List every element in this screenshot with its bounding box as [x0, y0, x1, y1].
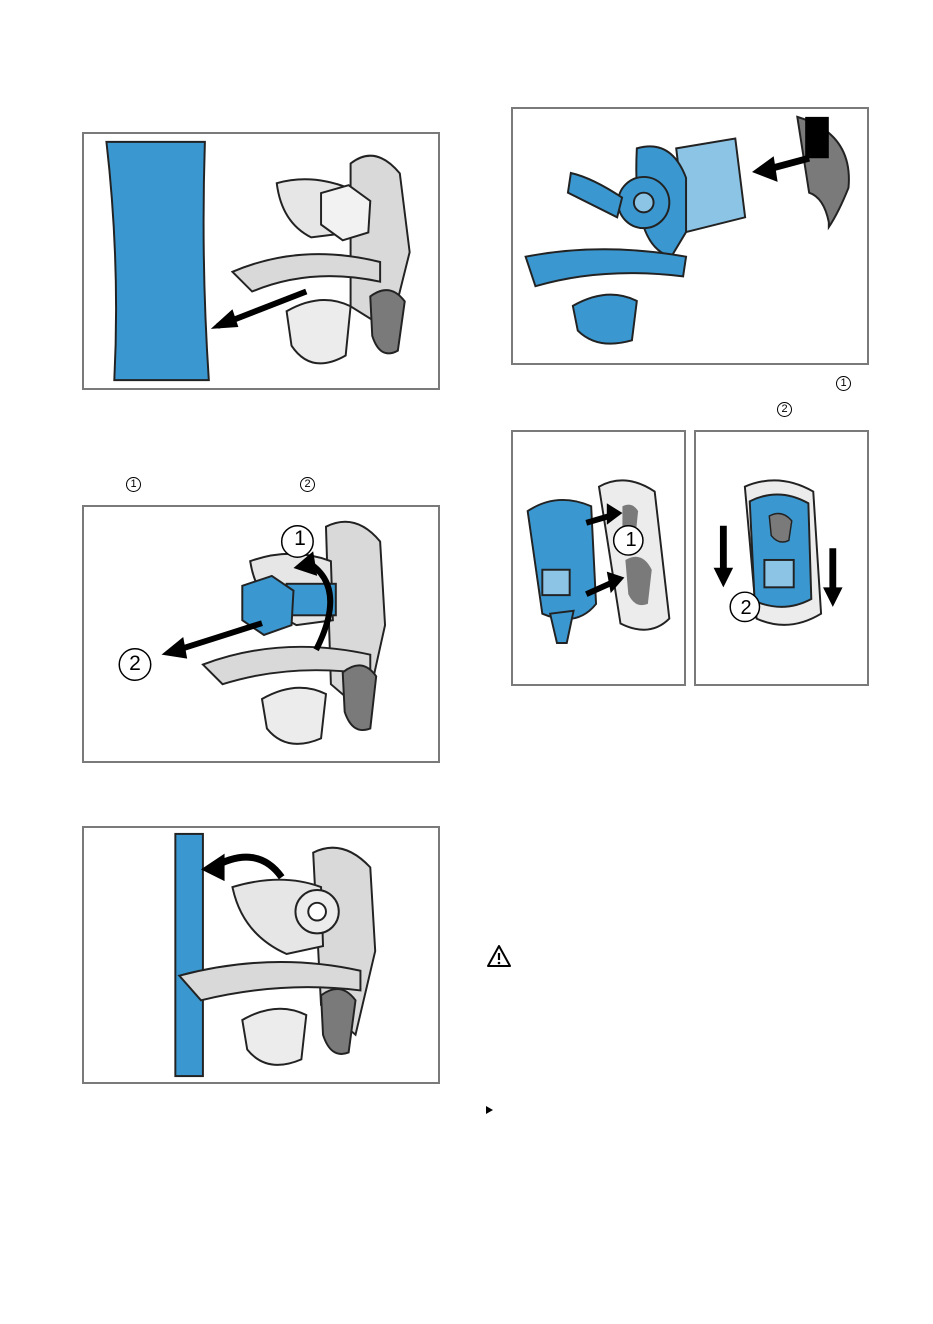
insert-illustration [513, 432, 684, 684]
step-marker-1: 1 [126, 477, 141, 492]
figure-remove-bracket [82, 132, 440, 390]
callout-1-insert: 1 [618, 529, 644, 552]
fold-illustration [84, 828, 438, 1082]
figure-attach-holder [511, 107, 869, 365]
triangle-bullet-icon [486, 1106, 493, 1114]
figure-unscrew-bolt: 1 2 [82, 505, 440, 763]
slide-illustration [696, 432, 867, 684]
step-marker-2: 2 [300, 477, 315, 492]
figure-slide-holder: 2 [694, 430, 869, 686]
callout-2: 2 [122, 652, 148, 676]
step-marker-1-right: 1 [836, 376, 851, 391]
callout-1: 1 [287, 527, 313, 551]
holder-illustration [513, 109, 867, 363]
figure-fold-bracket [82, 826, 440, 1084]
callout-2-slide: 2 [733, 597, 759, 620]
figure-insert-holder: 1 [511, 430, 686, 686]
bolt-illustration [84, 507, 438, 761]
warning-triangle-icon [486, 944, 512, 968]
step-marker-2-right: 2 [777, 402, 792, 417]
bracket-illustration [84, 134, 438, 388]
